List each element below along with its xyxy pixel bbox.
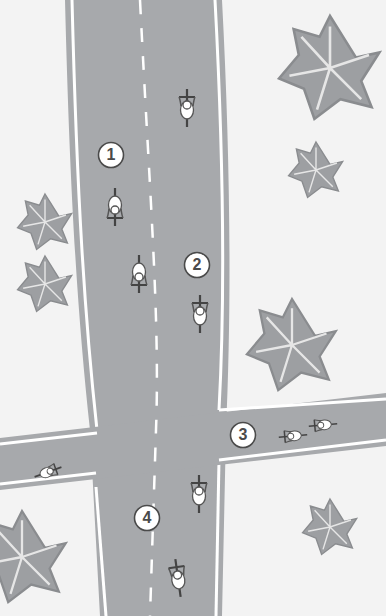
- cyclist: [107, 188, 123, 226]
- tree: [247, 299, 336, 390]
- road-edge-line: [0, 433, 97, 444]
- tree: [18, 194, 72, 249]
- cyclist: [308, 418, 337, 432]
- tree: [279, 16, 379, 119]
- road: [65, 0, 229, 616]
- callout-circle: 4: [133, 504, 161, 532]
- cyclist: [192, 295, 208, 333]
- road-edge-line: [72, 0, 97, 430]
- road-edge-line: [96, 487, 106, 616]
- cyclist: [131, 255, 147, 293]
- cyclist: [179, 89, 195, 127]
- tree: [18, 256, 72, 311]
- cross-road: [0, 393, 386, 490]
- cyclist: [278, 429, 307, 443]
- tree: [0, 511, 66, 602]
- callout-number: 1: [97, 141, 125, 169]
- cyclist: [167, 558, 188, 598]
- callout-number: 2: [183, 251, 211, 279]
- cyclist: [191, 475, 207, 513]
- road-edge-line: [215, 0, 222, 410]
- callout-circle: 2: [183, 251, 211, 279]
- callout-circle: 3: [229, 421, 257, 449]
- tree: [303, 499, 357, 554]
- tree: [289, 142, 343, 197]
- callout-number: 3: [229, 421, 257, 449]
- road-edge-line: [216, 460, 219, 616]
- road-edge-line: [219, 399, 386, 410]
- cyclist: [33, 461, 64, 482]
- callout-number: 4: [133, 504, 161, 532]
- callout-circle: 1: [97, 141, 125, 169]
